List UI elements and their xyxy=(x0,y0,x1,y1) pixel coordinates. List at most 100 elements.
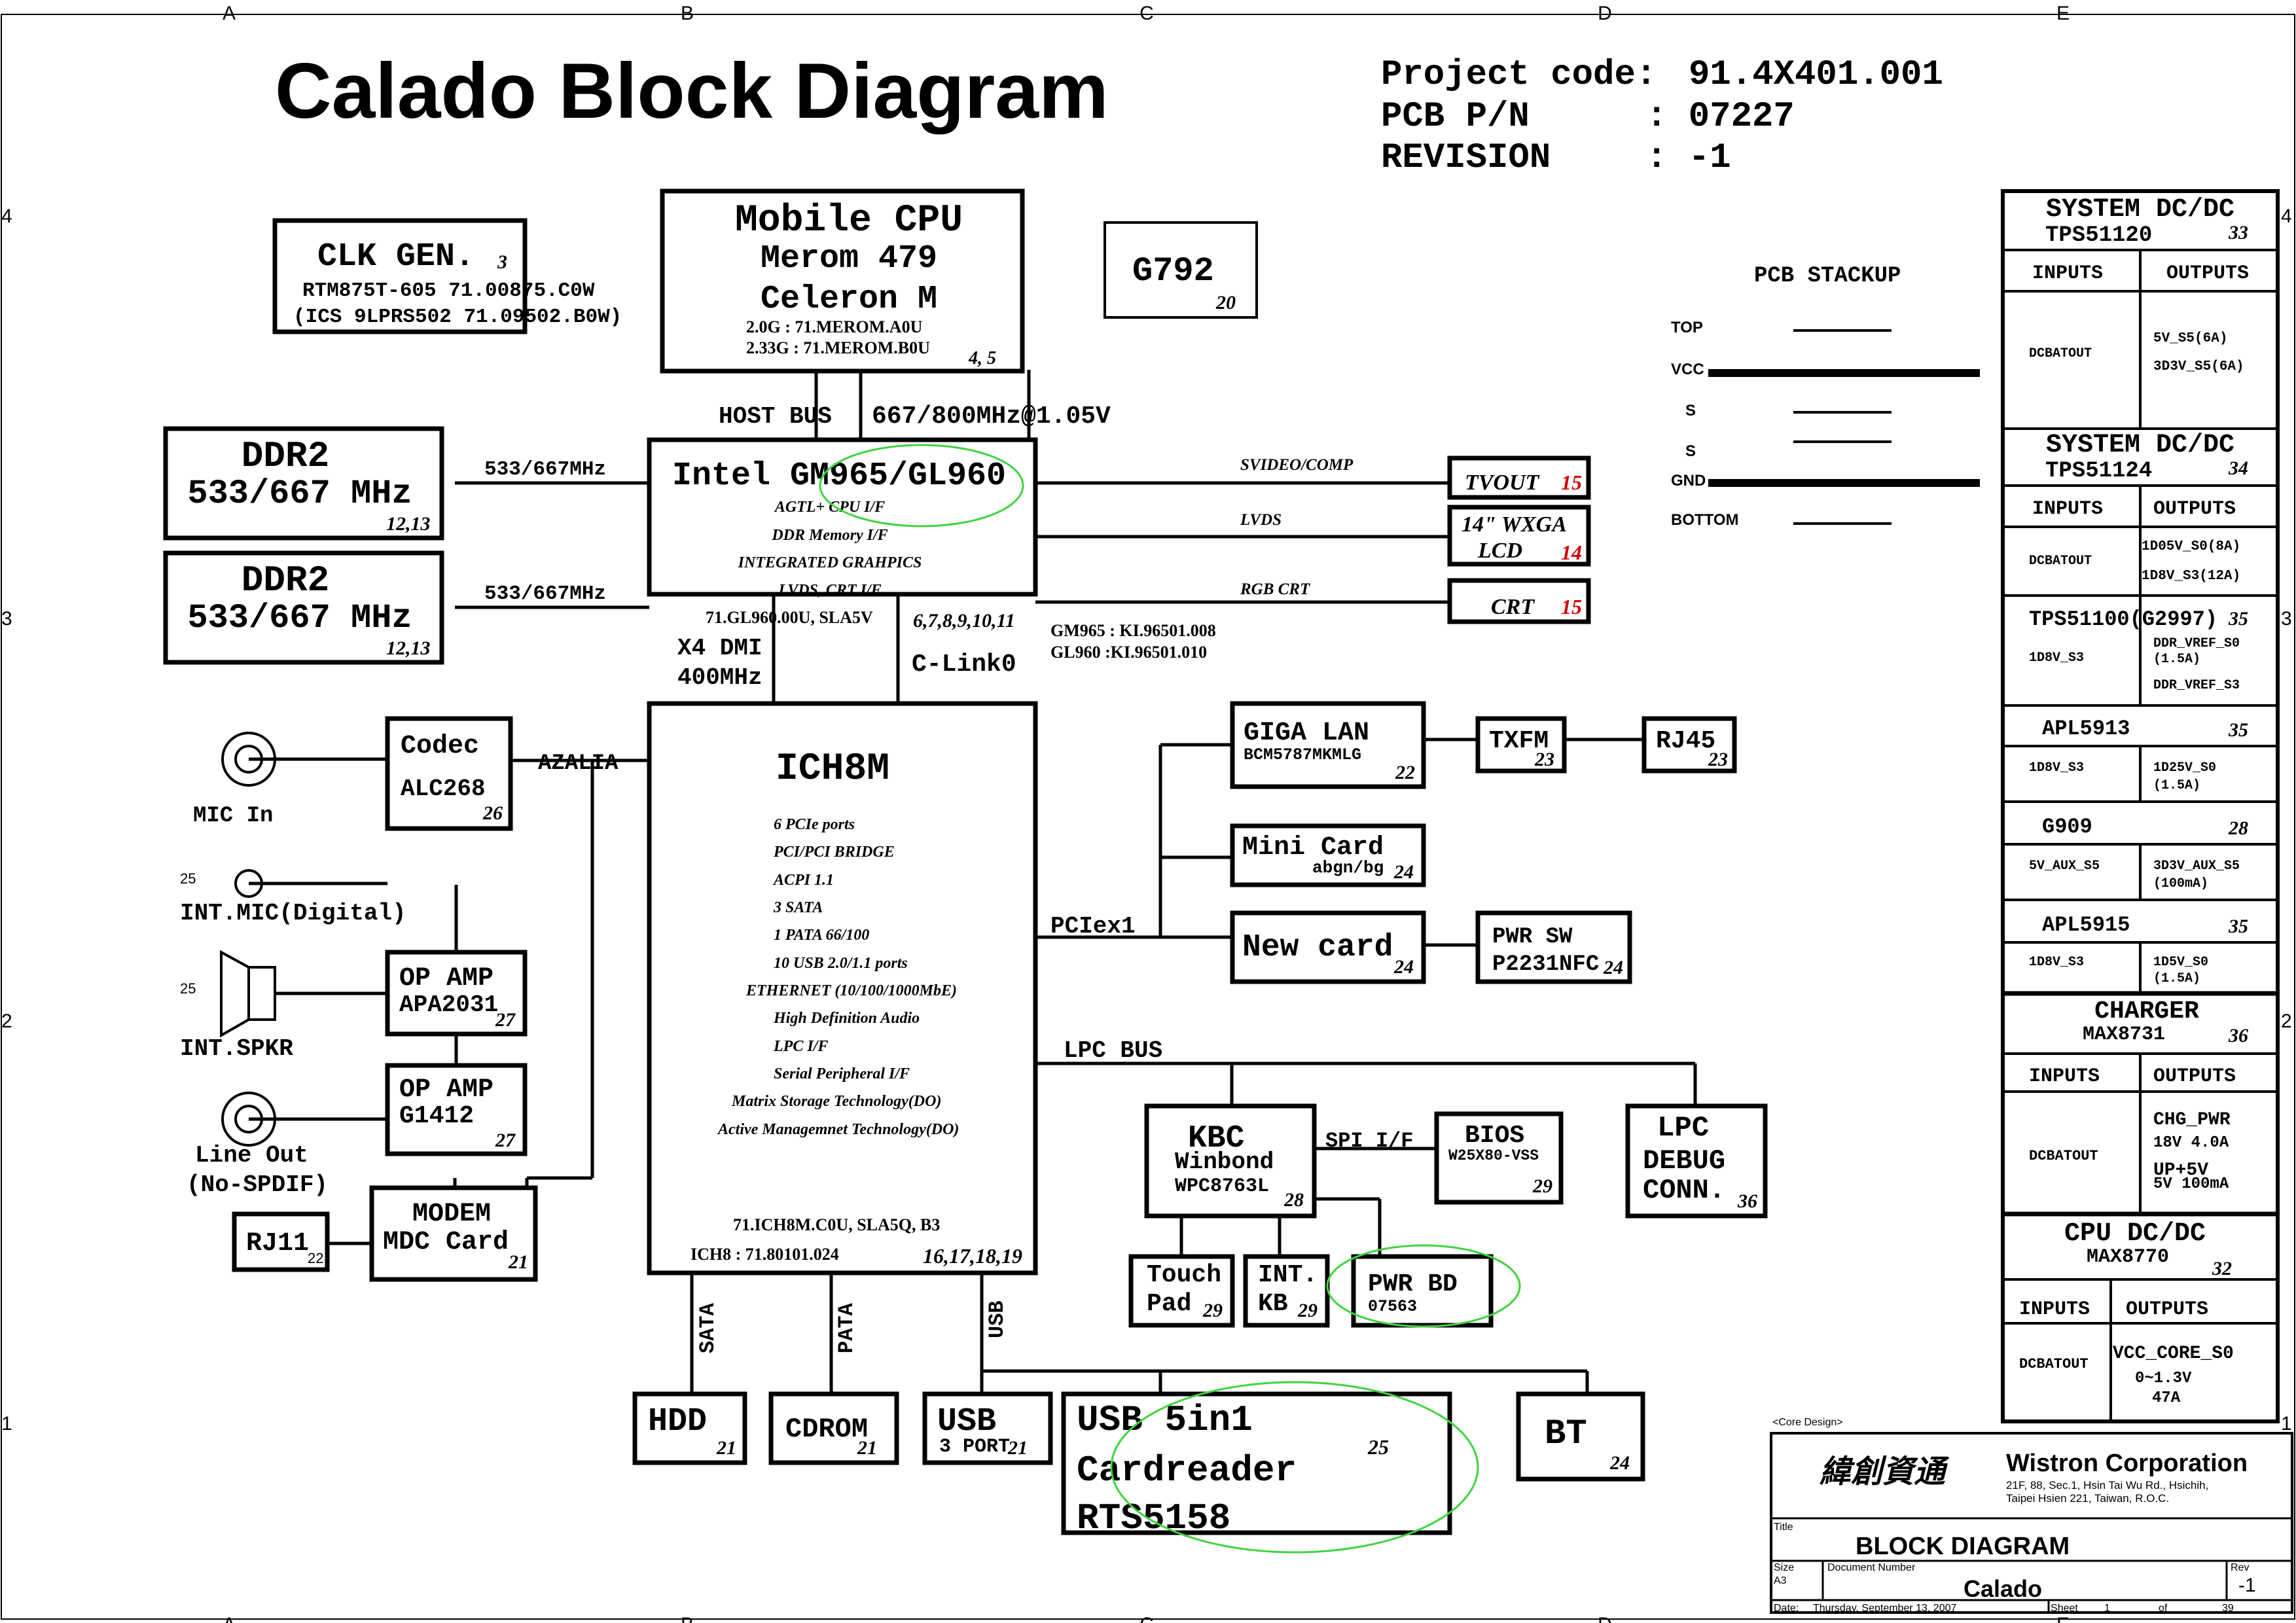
apl2-in: 1D8V_S3 xyxy=(2029,955,2084,970)
revision-value: : -1 xyxy=(1646,138,1731,178)
int-mic-label: INT.MIC(Digital) xyxy=(180,900,406,927)
sys1-in: DCBATOUT xyxy=(2029,346,2092,361)
ddr2-b-bus: 533/667MHz xyxy=(484,582,606,605)
codec-page: 26 xyxy=(482,802,503,824)
sys2-title: SYSTEM DC/DC xyxy=(2046,431,2234,460)
gmch-feature-1: DDR Memory I/F xyxy=(771,527,888,544)
sys1-part: TPS51120 xyxy=(2045,223,2152,248)
rev-label: Rev xyxy=(2231,1562,2249,1573)
modem-page: 21 xyxy=(508,1251,528,1273)
bios-page: 29 xyxy=(1532,1175,1552,1197)
apl2-out2: (1.5A) xyxy=(2153,971,2200,986)
touchpad-title-2: Pad xyxy=(1147,1290,1191,1318)
stackup-layer-s1: S xyxy=(1685,402,1696,419)
sheet-total: 39 xyxy=(2222,1603,2234,1614)
grid-row-3-right: 3 xyxy=(2281,608,2292,630)
host-bus-label: HOST BUS xyxy=(719,403,832,430)
charger-out2: 18V 4.0A xyxy=(2153,1134,2229,1152)
ddr2-b-speed: 533/667 MHz xyxy=(187,599,412,637)
grid-col-c: C xyxy=(1139,3,1154,24)
touchpad-page: 29 xyxy=(1202,1300,1223,1321)
txfm-page: 23 xyxy=(1534,749,1554,770)
ich-feature-11: Active Managemnet Technology(DO) xyxy=(717,1121,959,1138)
apl1-out2: (1.5A) xyxy=(2153,778,2200,793)
int-kb-title-1: INT. xyxy=(1258,1261,1318,1289)
int-mic-icon xyxy=(234,869,263,898)
amp2-title: OP AMP xyxy=(399,1075,493,1105)
cpu-part-2g: 2.0G : 71.MEROM.A0U xyxy=(746,317,923,336)
mic-in-label: MIC In xyxy=(193,804,273,829)
apl2-out1: 1D5V_S0 xyxy=(2153,955,2208,970)
stackup-layer-gnd: GND xyxy=(1671,472,1706,490)
codec-part: ALC268 xyxy=(401,776,486,802)
ddr2-b-page: 12,13 xyxy=(386,637,431,659)
cpu-title: Mobile CPU xyxy=(735,200,963,242)
cpu-block: Mobile CPU Merom 479 Celeron M 2.0G : 71… xyxy=(660,188,1025,374)
cpu-dcdc-out2: 0~1.3V xyxy=(2135,1370,2192,1387)
stackup-layer-bottom: BOTTOM xyxy=(1671,511,1739,529)
pwr-bd-title: PWR BD xyxy=(1368,1270,1458,1298)
new-card-page: 24 xyxy=(1393,956,1414,978)
ddr2-a-title: DDR2 xyxy=(242,435,329,477)
line-out-jack-icon xyxy=(221,1092,276,1147)
cardreader-title-3: RTS5158 xyxy=(1077,1497,1230,1539)
ddr2-b-title: DDR2 xyxy=(242,560,329,601)
grid-col-b: B xyxy=(681,3,694,24)
cardreader-page: 25 xyxy=(1367,1435,1389,1459)
tps-page: 35 xyxy=(2228,608,2248,630)
core-design-label: <Core Design> xyxy=(1772,1417,1843,1428)
grid-col-b-bottom: B xyxy=(681,1614,694,1623)
dmi-label-1: X4 DMI xyxy=(677,635,762,662)
grid-col-e-bottom: E xyxy=(2056,1614,2070,1623)
cdrom-title: CDROM xyxy=(785,1414,868,1445)
azalia-label: AZALIA xyxy=(538,751,619,776)
cpu-celeron: Celeron M xyxy=(761,281,937,318)
ddr2-a-bus: 533/667MHz xyxy=(484,458,606,481)
stackup-title: PCB STACKUP xyxy=(1754,264,1901,289)
tvout-title: TVOUT xyxy=(1465,471,1540,495)
hdd-title: HDD xyxy=(648,1403,707,1440)
tps-out2: (1.5A) xyxy=(2153,652,2200,667)
video-outputs: SVIDEO/COMP LVDS RGB CRT TVOUT 15 14" WX… xyxy=(1240,455,1591,624)
clk-gen-page: 3 xyxy=(497,251,507,273)
clk-gen-block: CLK GEN. 3 RTM875T-605 71.00875.C0W (ICS… xyxy=(272,218,622,334)
clk-gen-title: CLK GEN. xyxy=(317,238,475,276)
pcb-pn-value: : 07227 xyxy=(1646,97,1795,137)
company-name: Wistron Corporation xyxy=(2006,1450,2248,1477)
apl1-out1: 1D25V_S0 xyxy=(2153,760,2216,776)
pwr-sw-title: PWR SW xyxy=(1492,925,1573,950)
charger-part: MAX8731 xyxy=(2083,1024,2165,1046)
kbc-winbond: Winbond xyxy=(1175,1149,1274,1175)
ich-feature-10: Matrix Storage Technology(DO) xyxy=(731,1093,941,1110)
stackup-layer-top: TOP xyxy=(1671,319,1703,336)
pcb-pn-label: PCB P/N xyxy=(1381,97,1530,137)
int-kb-title-2: KB xyxy=(1258,1290,1288,1318)
mini-card-sub: abgn/bg xyxy=(1312,858,1384,878)
sheet-of-label: of xyxy=(2159,1603,2168,1614)
ich-feature-3: 3 SATA xyxy=(773,899,823,916)
cpu-dcdc-title: CPU DC/DC xyxy=(2064,1219,2206,1249)
ddr2-block-b: DDR2 533/667 MHz 12,13 533/667MHz xyxy=(163,550,606,665)
rev-value: -1 xyxy=(2238,1575,2256,1596)
debug-title-1: LPC xyxy=(1657,1112,1709,1145)
lvds-label: LVDS xyxy=(1240,511,1282,529)
ich-feature-4: 1 PATA 66/100 xyxy=(774,927,869,944)
ich-feature-5: 10 USB 2.0/1.1 ports xyxy=(774,955,908,972)
crt-title: CRT xyxy=(1491,595,1535,619)
grid-row-4-right: 4 xyxy=(2281,205,2292,227)
grid-col-e: E xyxy=(2056,3,2070,24)
cpu-dcdc-page: 32 xyxy=(2212,1258,2232,1279)
rj45-page: 23 xyxy=(1708,749,1728,770)
line-out-label-1: Line Out xyxy=(195,1142,308,1169)
project-code-value: 91.4X401.001 xyxy=(1689,55,1943,95)
stackup-layer-vcc: VCC xyxy=(1671,361,1704,378)
gmch-part: 71.GL960.00U, SLA5V xyxy=(706,608,873,627)
apl1-page: 35 xyxy=(2228,719,2248,741)
touchpad-title-1: Touch xyxy=(1147,1261,1221,1289)
cpu-dcdc-outputs: OUTPUTS xyxy=(2126,1298,2208,1321)
kbc-page: 28 xyxy=(1283,1189,1304,1211)
amp1-page: 27 xyxy=(495,1009,516,1031)
bt-title: BT xyxy=(1545,1414,1587,1454)
grid-row-2: 2 xyxy=(1,1010,12,1032)
